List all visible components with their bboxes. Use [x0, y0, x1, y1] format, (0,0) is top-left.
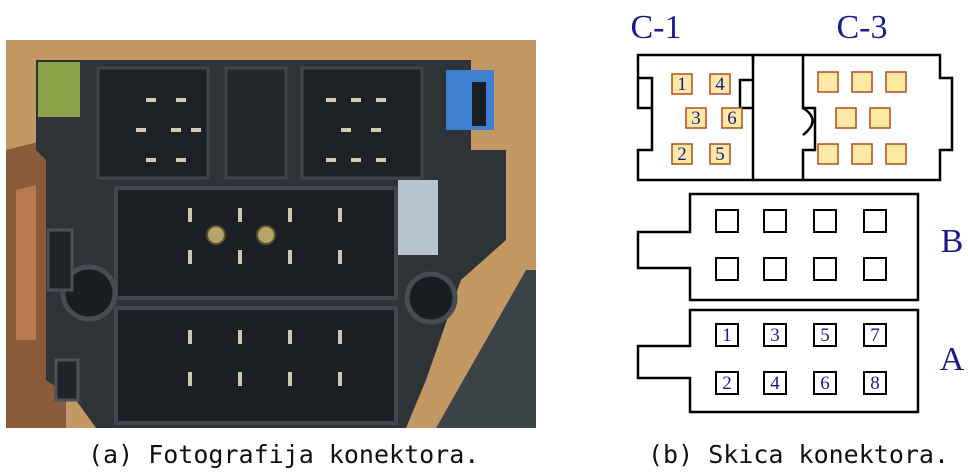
c1-pin [709, 143, 731, 165]
c1-pin [709, 73, 731, 95]
c1-pin-label: 3 [691, 108, 701, 129]
c1-pin-label: 4 [715, 74, 725, 95]
connector-sketch: C-1 C-3 1 4 3 6 2 5 [631, 9, 965, 414]
a-pin-label: 6 [820, 373, 830, 394]
c3-pin [885, 71, 907, 93]
sticker [398, 180, 438, 255]
b-outline [636, 192, 920, 302]
b-pin [763, 209, 787, 233]
c1-pin-label: 6 [727, 108, 737, 129]
a-pin [813, 371, 837, 395]
c1-pin-label: 2 [677, 144, 687, 165]
b-pin [763, 257, 787, 281]
b-pin [863, 257, 887, 281]
c3-pin [851, 143, 873, 165]
label-b: B [941, 223, 964, 260]
c1-outline [636, 53, 755, 182]
a-pin [863, 323, 887, 347]
a-pin [863, 371, 887, 395]
a-pin-label: 8 [870, 373, 880, 394]
a-outline [636, 308, 920, 414]
sketch-caption: (b) Skica konektora. [648, 440, 950, 469]
c3-pin [869, 107, 891, 129]
a-pin-label: 1 [722, 325, 732, 346]
b-pin [813, 257, 837, 281]
c1-pin-label: 1 [677, 74, 687, 95]
c3-pin [835, 107, 857, 129]
photo-caption: (a) Fotografija konektora. [88, 440, 480, 469]
c3-pin [885, 143, 907, 165]
c1-pin [685, 107, 707, 129]
a-pin [715, 371, 739, 395]
b-pin [863, 209, 887, 233]
a-pin [763, 323, 787, 347]
b-pin [715, 209, 739, 233]
label-c3: C-3 [837, 9, 888, 46]
a-pin-label: 3 [770, 325, 780, 346]
c3-pins [817, 71, 907, 165]
label-a: A [940, 341, 965, 378]
b-pin [715, 257, 739, 281]
c3-pin [817, 143, 839, 165]
b-pin [813, 209, 837, 233]
label-c1: C-1 [631, 9, 682, 46]
c3-outline [801, 53, 954, 182]
c1-pin [671, 143, 693, 165]
a-pin [715, 323, 739, 347]
c1-pin [671, 73, 693, 95]
c3-pin [851, 71, 873, 93]
a-pin-label: 2 [722, 373, 732, 394]
a-pin [763, 371, 787, 395]
a-pin [813, 323, 837, 347]
a-pin-label: 5 [820, 325, 830, 346]
a-pins: 1 3 5 7 2 4 6 8 [715, 323, 887, 395]
c1-pins: 1 4 3 6 2 5 [671, 73, 743, 165]
a-pin-label: 4 [770, 373, 780, 394]
green-tab [38, 62, 80, 117]
b-pins [715, 209, 887, 281]
c3-pin [817, 71, 839, 93]
c1-pin-label: 5 [715, 144, 725, 165]
connector-photo [6, 40, 536, 428]
blue-tab [446, 70, 494, 130]
c1-pin [721, 107, 743, 129]
a-pin-label: 7 [870, 325, 880, 346]
